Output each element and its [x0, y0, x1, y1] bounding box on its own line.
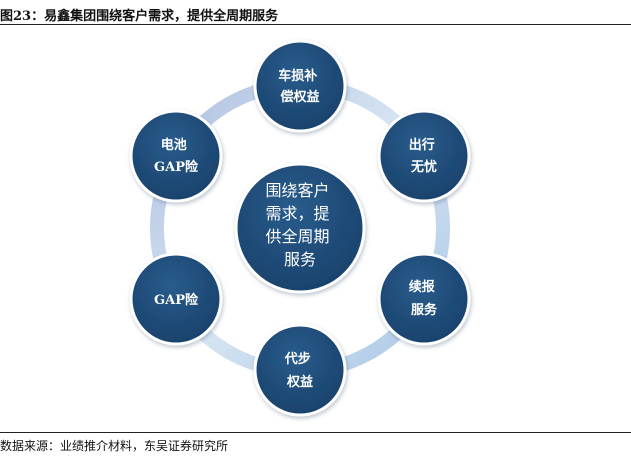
- node-battery-gap-insurance: [129, 109, 223, 203]
- node-battery-gap-label: 电池 GAP险: [154, 137, 199, 175]
- center-line: 供全周期: [265, 227, 329, 246]
- node-scooter-benefit: [253, 323, 347, 417]
- node-gap-label: GAP险: [154, 292, 199, 308]
- node-scooter-label: 代步 权益: [284, 351, 316, 390]
- center-line: 需求，提: [265, 204, 329, 223]
- node-travel-worry-free: [377, 109, 471, 203]
- center-line: 服务: [284, 250, 316, 269]
- center-label: 围绕客户 需求，提 供全周期 服务: [265, 181, 334, 269]
- node-car-damage-label: 车损补 偿权益: [278, 68, 322, 105]
- bottom-rule: [0, 432, 631, 433]
- node-car-damage-compensation: [253, 39, 347, 133]
- center-node: [234, 162, 366, 294]
- node-travel-label: 出行 无忧: [409, 137, 440, 175]
- center-line: 围绕客户: [265, 181, 329, 200]
- figure-title: 图23：易鑫集团围绕客户需求，提供全周期服务: [0, 9, 279, 24]
- top-rule: [0, 24, 631, 25]
- node-renewal-label: 续报 服务: [409, 279, 440, 318]
- node-gap-insurance: [129, 252, 223, 346]
- data-source-note: 数据来源：业绩推介材料，东吴证券研究所: [0, 439, 229, 453]
- node-renewal-service: [377, 252, 471, 346]
